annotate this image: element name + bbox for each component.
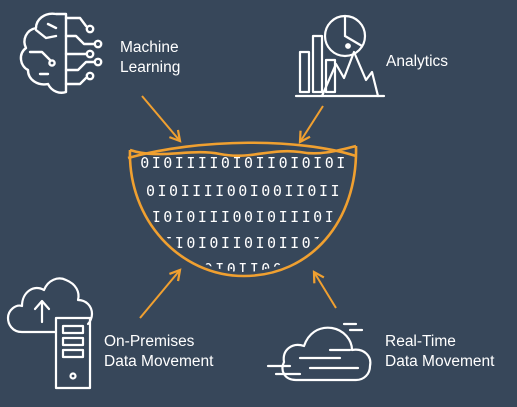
label-line: Real-Time xyxy=(385,333,456,350)
arrow-analytics-to-lake xyxy=(298,105,324,144)
charts-icon xyxy=(294,14,386,98)
label-machine-learning: Machine Learning xyxy=(120,38,180,78)
fast-cloud-icon xyxy=(266,322,372,382)
label-line: Machine xyxy=(120,39,179,56)
binary-row: 0I0IIII0I0II0I0I0I xyxy=(140,154,348,172)
label-on-premises: On-Premises Data Movement xyxy=(104,332,213,372)
label-line: Data Movement xyxy=(385,353,495,370)
label-line: Analytics xyxy=(386,53,449,70)
brain-circuit-icon xyxy=(19,12,103,94)
arrow-realtime-to-lake xyxy=(312,270,337,309)
flow-arrows xyxy=(139,95,337,319)
binary-row: 0I0IIII00I00II0II xyxy=(146,182,342,200)
cloud-upload-server-icon xyxy=(6,277,94,390)
arrow-onprem-to-lake xyxy=(139,268,182,319)
binary-digits: 0I0IIII0I0II0I0I0I 0I0IIII00I00II0II I0I0I… xyxy=(140,154,348,272)
arrow-ml-to-lake xyxy=(141,95,182,143)
data-lake-bowl-icon: 0I0IIII0I0II0I0I0I 0I0IIII00I00II0II I0I0I… xyxy=(127,141,358,278)
label-line: Learning xyxy=(120,59,181,76)
binary-row: II0I0II0I0II0I xyxy=(163,234,324,252)
binary-row: I0I0III00I0III0I xyxy=(152,208,337,226)
label-line: Data Movement xyxy=(104,353,214,370)
label-real-time: Real-Time Data Movement xyxy=(385,332,494,372)
label-analytics: Analytics xyxy=(386,52,448,72)
label-line: On-Premises xyxy=(104,333,195,350)
